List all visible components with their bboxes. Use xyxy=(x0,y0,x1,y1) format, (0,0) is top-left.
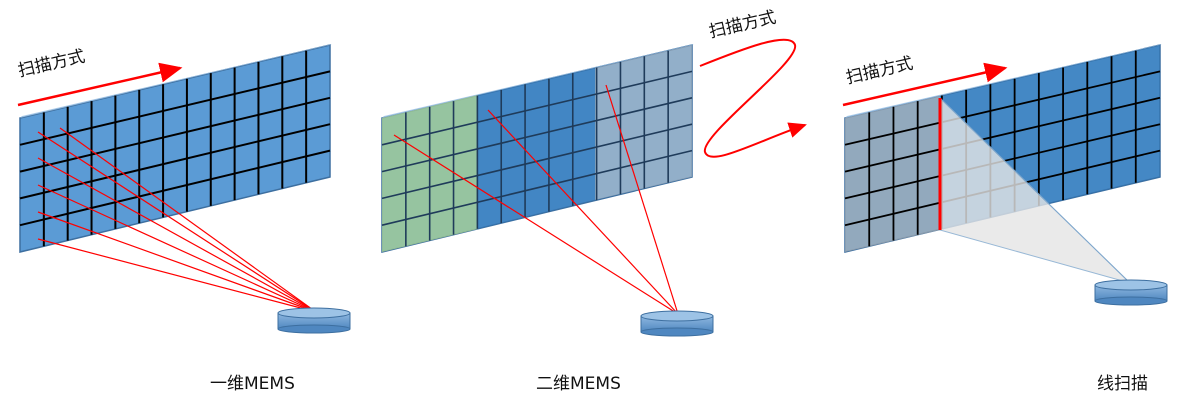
panel-line-title: 线扫描 xyxy=(1097,374,1148,394)
panel-2d-title: 二维MEMS xyxy=(536,374,621,394)
panel-1d-ray xyxy=(37,131,317,313)
panel-2d-gray-block xyxy=(595,45,692,200)
panel-1d-rays xyxy=(37,127,317,313)
panel-2d-rays xyxy=(393,84,679,315)
grid1-row-line xyxy=(19,123,331,200)
panel-1d-ray xyxy=(37,211,317,313)
panel-1d-title: 一维MEMS xyxy=(210,374,295,394)
panel-2d-scan-path xyxy=(699,38,807,158)
panel-1d-ray xyxy=(37,238,317,313)
panel-1d-ray xyxy=(37,184,317,313)
panel-1d-grid xyxy=(19,50,331,247)
panel-2d-dark-block xyxy=(478,68,595,229)
grid3-row-line xyxy=(844,70,1161,146)
grid3-row-line xyxy=(844,96,1161,173)
grid1-row-line xyxy=(19,149,331,227)
panel-1d-sensor xyxy=(277,307,351,334)
panel-2d-grid xyxy=(381,50,693,247)
panel-1d xyxy=(17,44,351,334)
grid1-row-line xyxy=(19,70,331,146)
grid2-row-line xyxy=(381,149,693,226)
panel-line-gray-block xyxy=(845,96,940,252)
grid2-row-line xyxy=(381,123,693,200)
panel-2d xyxy=(381,38,807,337)
panel-1d-ray xyxy=(59,127,317,313)
panel-1d-ray xyxy=(37,157,317,313)
panel-line-sensor xyxy=(1094,279,1168,306)
panel-1d-scan-arrow xyxy=(17,62,183,107)
panel-line-grid xyxy=(844,50,1161,247)
panel-line xyxy=(842,44,1168,306)
grid2-row-line xyxy=(381,70,693,146)
panel-line-scan-arrow xyxy=(842,62,1008,107)
grid1-row-line xyxy=(19,96,331,173)
panel-1d-board xyxy=(19,44,331,253)
panel-2d-sensor xyxy=(640,310,714,337)
